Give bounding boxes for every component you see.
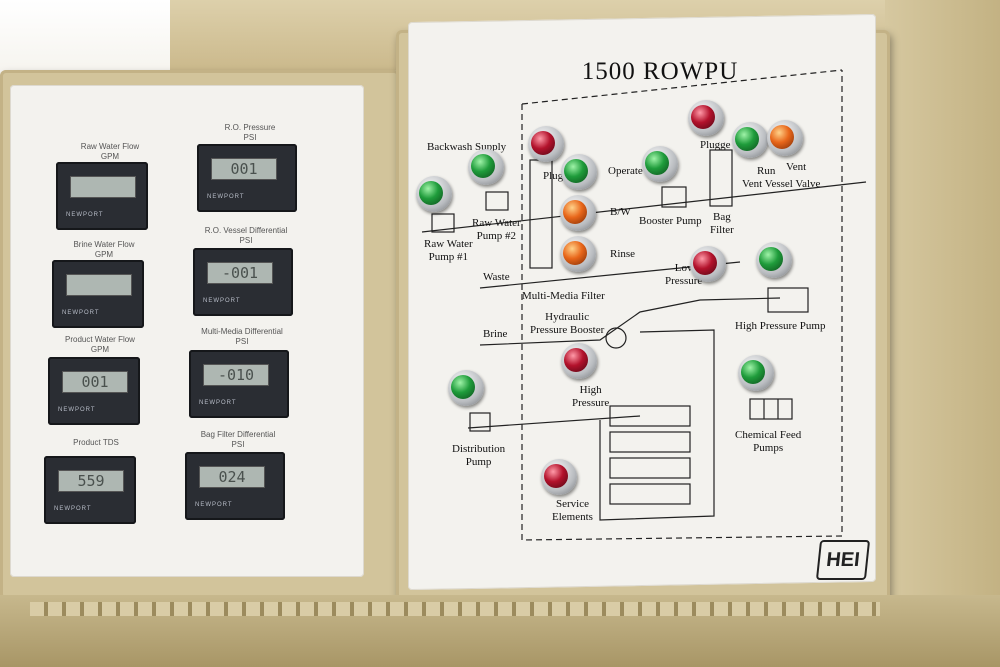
lamp-booster-pump <box>642 146 678 182</box>
meter-brand: NEWPORT <box>207 194 245 200</box>
meter-raw-water-flow: NEWPORT <box>56 162 148 230</box>
meter-label-product-tds: Product TDS <box>73 438 119 447</box>
lamp-run <box>732 122 768 158</box>
label-high-pressure: High Pressure <box>572 384 610 409</box>
meter-lcd: 559 <box>58 470 124 492</box>
label-run: Run <box>757 165 776 177</box>
meter-ro-pressure: 001 NEWPORT <box>197 144 297 212</box>
meter-brand: NEWPORT <box>54 506 92 512</box>
lamp-raw-water-pump-1 <box>416 176 452 212</box>
label-multi-media-filter: Multi-Media Filter <box>522 290 605 302</box>
panel-title: 1500 ROWPU <box>581 58 739 85</box>
label-plugged: Plugge <box>700 139 731 151</box>
label-distribution-pump: Distribution Pump <box>452 443 506 468</box>
lamp-high-pressure-pump <box>756 242 792 278</box>
meter-label-multi-media-differential: Multi-Media Differential PSI <box>201 327 283 346</box>
meter-label-raw-water-flow: Raw Water Flow GPM <box>80 142 140 161</box>
meter-lcd <box>70 176 136 198</box>
label-vent-vessel-valve: Vent Vessel Valve <box>742 178 821 190</box>
vehicle-frame-right <box>885 0 1000 667</box>
meter-product-tds: 559 NEWPORT <box>44 456 136 524</box>
mounting-rail <box>30 602 880 616</box>
manufacturer-logo: HEI <box>815 540 871 580</box>
label-bw: B/W <box>610 206 631 218</box>
meter-brand: NEWPORT <box>199 400 237 406</box>
label-waste: Waste <box>483 271 510 283</box>
lamp-vent <box>767 120 803 156</box>
label-high-pressure-pump: High Pressure Pump <box>735 320 826 332</box>
meter-brand: NEWPORT <box>62 310 100 316</box>
meter-lcd: 001 <box>211 158 277 180</box>
label-booster-pump: Booster Pump <box>639 215 702 227</box>
meter-lcd: -001 <box>207 262 273 284</box>
label-service-elements: Service Elements <box>552 498 593 523</box>
meter-multi-media-differential: -010 NEWPORT <box>189 350 289 418</box>
lamp-high-pressure <box>561 343 597 379</box>
meter-brand: NEWPORT <box>203 298 241 304</box>
lamp-plug <box>528 126 564 162</box>
lamp-service-elements <box>541 459 577 495</box>
meter-brand: NEWPORT <box>195 502 233 508</box>
meter-label-bag-filter-differential: Bag Filter Differential PSI <box>200 430 276 449</box>
label-raw-water-pump-2: Raw Water Pump #2 <box>472 217 521 242</box>
meter-label-ro-pressure: R.O. Pressure PSI <box>224 123 276 142</box>
lamp-raw-water-pump-2 <box>468 149 504 185</box>
label-vent: Vent <box>786 161 807 173</box>
lamp-operate <box>561 154 597 190</box>
meter-lcd: 024 <box>199 466 265 488</box>
lamp-distribution-pump <box>448 370 484 406</box>
label-raw-water-pump-1: Raw Water Pump #1 <box>424 238 473 263</box>
meter-label-brine-water-flow: Brine Water Flow GPM <box>73 240 135 259</box>
lamp-bag-filter-plugged <box>688 100 724 136</box>
label-chemical-feed-pumps: Chemical Feed Pumps <box>735 429 802 454</box>
label-rinse: Rinse <box>610 248 636 260</box>
meter-ro-vessel-differential: -001 NEWPORT <box>193 248 293 316</box>
lamp-low-pressure <box>690 246 726 282</box>
label-brine: Brine <box>483 328 508 340</box>
meter-brand: NEWPORT <box>66 212 104 218</box>
label-operate: Operate <box>608 165 643 177</box>
meter-label-product-water-flow: Product Water Flow GPM <box>65 335 135 354</box>
meter-brand: NEWPORT <box>58 407 96 413</box>
label-bag-filter: Bag Filter <box>710 211 734 236</box>
meter-product-water-flow: 001 NEWPORT <box>48 357 140 425</box>
label-plug: Plug <box>543 170 564 182</box>
meter-brine-water-flow: NEWPORT <box>52 260 144 328</box>
meter-lcd: -010 <box>203 364 269 386</box>
lamp-backwash <box>560 195 596 231</box>
label-hydraulic-pressure-booster: Hydraulic Pressure Booster <box>530 311 605 336</box>
meter-lcd <box>66 274 132 296</box>
lamp-chemical-feed-pumps <box>738 355 774 391</box>
label-low-pressure: Lov Pressure <box>665 262 703 287</box>
meter-lcd: 001 <box>62 371 128 393</box>
meter-bag-filter-differential: 024 NEWPORT <box>185 452 285 520</box>
meter-label-ro-vessel-differential: R.O. Vessel Differential PSI <box>204 226 288 245</box>
lamp-rinse <box>560 236 596 272</box>
